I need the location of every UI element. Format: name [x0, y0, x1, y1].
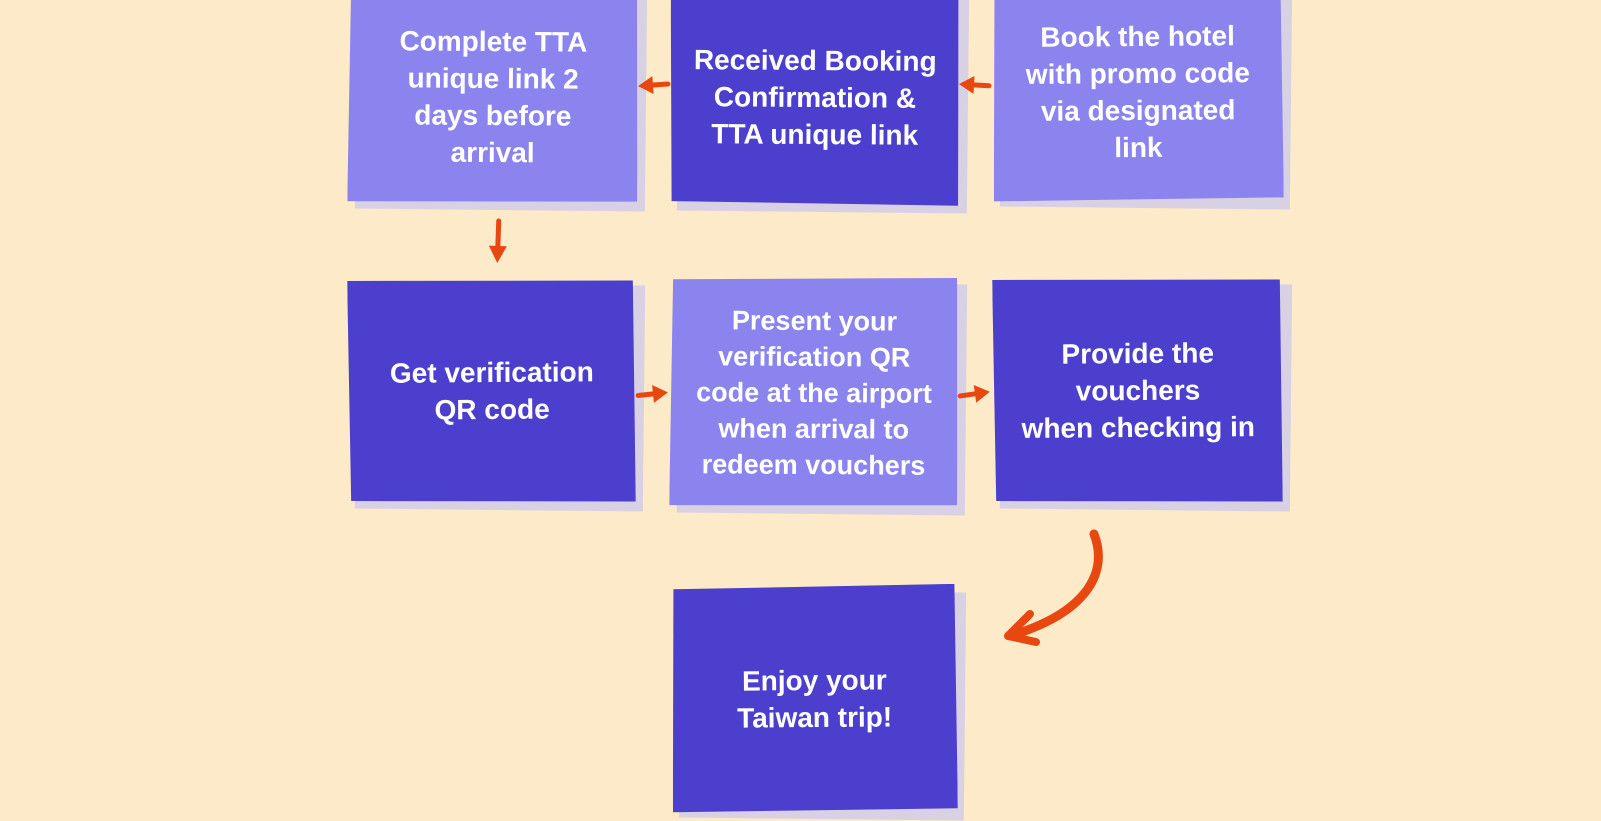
step-note-text: Book the hotel with promo code via desig… — [992, 0, 1284, 203]
right-arrow-icon — [957, 384, 990, 403]
step-note-complete-tta: Complete TTA unique link 2 days before a… — [347, 0, 648, 212]
step-note-text: Enjoy your Taiwan trip! — [671, 584, 958, 814]
left-arrow-icon — [638, 76, 671, 95]
step-note-text: Provide the vouchers when checking in — [992, 276, 1284, 505]
step-note-text: Received Booking Confirmation & TTA uniq… — [669, 0, 961, 207]
step-note-provide-vouchers: Provide the vouchers when checking in — [992, 276, 1293, 512]
down-arrow-icon — [488, 218, 507, 263]
left-arrow-icon — [959, 75, 992, 94]
step-note-book-hotel: Book the hotel with promo code via desig… — [992, 0, 1293, 210]
right-arrow-icon — [635, 384, 668, 403]
step-note-text: Present your verification QR code at the… — [669, 276, 959, 509]
step-note-get-qr: Get verification QR code — [347, 277, 646, 512]
step-note-enjoy-trip: Enjoy your Taiwan trip! — [671, 584, 967, 821]
curved-arrow-icon — [1004, 529, 1103, 646]
flowchart-canvas: Book the hotel with promo code via desig… — [0, 0, 1293, 821]
step-note-received-confirmation: Received Booking Confirmation & TTA uniq… — [669, 0, 970, 214]
step-note-text: Complete TTA unique link 2 days before a… — [347, 0, 638, 205]
step-note-text: Get verification QR code — [347, 277, 637, 505]
step-note-present-qr: Present your verification QR code at the… — [669, 276, 968, 516]
